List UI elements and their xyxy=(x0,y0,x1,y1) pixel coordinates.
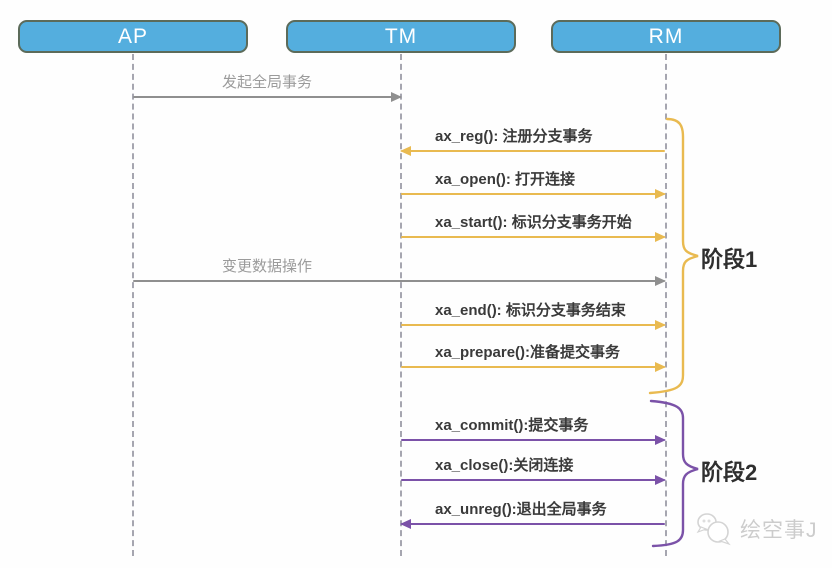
message-label: 发起全局事务 xyxy=(221,74,312,91)
message-line xyxy=(401,366,665,368)
actor-box-ap: AP xyxy=(18,20,248,53)
watermark: 绘空事J xyxy=(694,512,818,546)
lifeline-tm xyxy=(400,54,402,556)
phase2-label: 阶段2 xyxy=(701,460,758,485)
actor-label-ap: AP xyxy=(117,24,148,48)
message-line xyxy=(401,236,665,238)
arrowhead-icon xyxy=(391,92,402,102)
message-label: ax_unreg():退出全局事务 xyxy=(435,501,607,518)
message-line xyxy=(401,150,665,152)
arrowhead-icon xyxy=(655,189,666,199)
arrowhead-icon xyxy=(400,519,411,529)
phase1-label: 阶段1 xyxy=(701,247,758,272)
message-line xyxy=(401,193,665,195)
lifeline-ap xyxy=(132,54,134,556)
watermark-text: 绘空事J xyxy=(740,519,818,542)
arrowhead-icon xyxy=(655,435,666,445)
message-line xyxy=(401,479,665,481)
actor-box-tm: TM xyxy=(286,20,516,53)
arrowhead-icon xyxy=(655,232,666,242)
message-line xyxy=(401,324,665,326)
message-label: xa_prepare():准备提交事务 xyxy=(435,344,621,361)
message-label: ax_reg(): 注册分支事务 xyxy=(435,128,593,145)
message-line xyxy=(133,280,665,282)
message-line xyxy=(401,439,665,441)
arrowhead-icon xyxy=(655,475,666,485)
arrowhead-icon xyxy=(655,320,666,330)
message-line xyxy=(401,523,665,525)
message-label: 变更数据操作 xyxy=(221,258,312,275)
message-label: xa_commit():提交事务 xyxy=(435,417,589,434)
actor-label-rm: RM xyxy=(648,24,684,48)
actor-label-tm: TM xyxy=(384,24,418,48)
arrowhead-icon xyxy=(655,276,666,286)
message-label: xa_open(): 打开连接 xyxy=(435,171,576,188)
message-label: xa_start(): 标识分支事务开始 xyxy=(435,214,632,231)
speech-bubbles-icon xyxy=(696,513,731,546)
message-line xyxy=(133,96,401,98)
message-label: xa_close():关闭连接 xyxy=(435,457,574,474)
message-label: xa_end(): 标识分支事务结束 xyxy=(435,302,626,319)
arrowhead-icon xyxy=(400,146,411,156)
actor-box-rm: RM xyxy=(551,20,781,53)
arrowhead-icon xyxy=(655,362,666,372)
